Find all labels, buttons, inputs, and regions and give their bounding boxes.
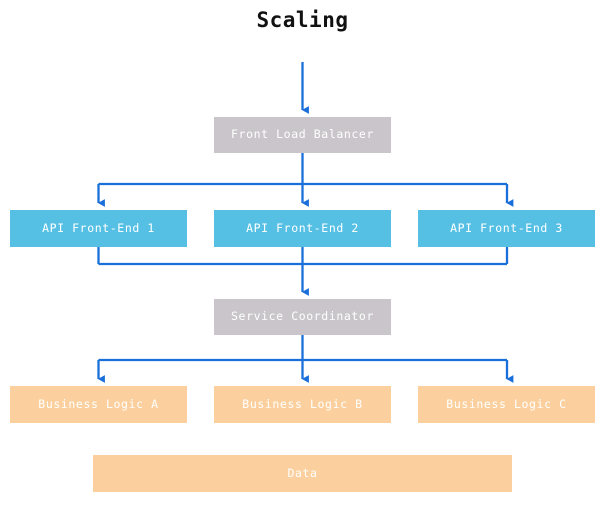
node-front-load-balancer[interactable]: Front Load Balancer (214, 117, 391, 153)
node-business-logic-b[interactable]: Business Logic B (214, 386, 391, 423)
node-api-front-end-3[interactable]: API Front-End 3 (418, 210, 595, 247)
node-data[interactable]: Data (93, 455, 512, 492)
node-business-logic-c[interactable]: Business Logic C (418, 386, 595, 423)
node-api-front-end-2[interactable]: API Front-End 2 (214, 210, 391, 247)
node-service-coordinator[interactable]: Service Coordinator (214, 299, 391, 335)
node-business-logic-a[interactable]: Business Logic A (10, 386, 187, 423)
node-api-front-end-1[interactable]: API Front-End 1 (10, 210, 187, 247)
diagram-title: Scaling (256, 8, 349, 32)
